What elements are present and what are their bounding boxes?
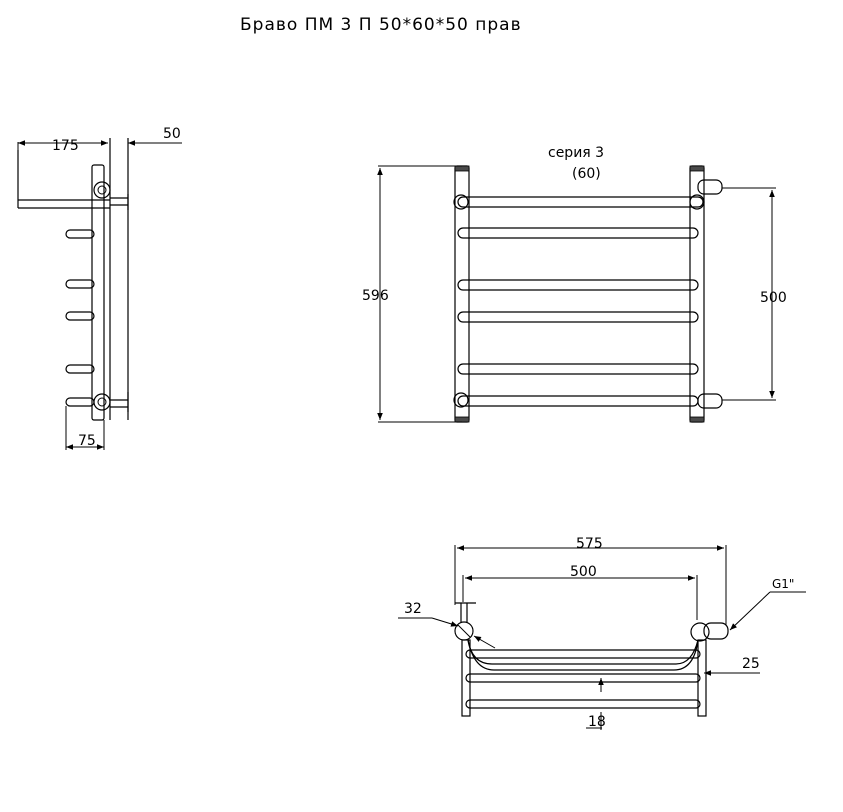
dim-height: 596 <box>362 288 389 304</box>
dim-spacing: 18 <box>588 714 606 730</box>
dim-inlet-offset: 75 <box>78 433 96 449</box>
front-view <box>377 165 776 423</box>
dim-pipe-diameter: 32 <box>404 601 422 617</box>
dim-wall-gap: 50 <box>163 126 181 142</box>
drawing-title: Браво ПМ 3 П 50*60*50 прав <box>240 15 522 35</box>
series-code: (60) <box>572 166 601 182</box>
dim-offset: 25 <box>742 656 760 672</box>
side-view <box>17 138 182 450</box>
dim-inner-width: 500 <box>570 564 597 580</box>
thread-label: G1" <box>772 577 794 591</box>
dim-center-distance: 500 <box>760 290 787 306</box>
top-view <box>398 545 806 730</box>
dim-overall-width: 575 <box>576 536 603 552</box>
series-label: серия 3 <box>548 145 604 161</box>
dim-depth: 175 <box>52 138 79 154</box>
